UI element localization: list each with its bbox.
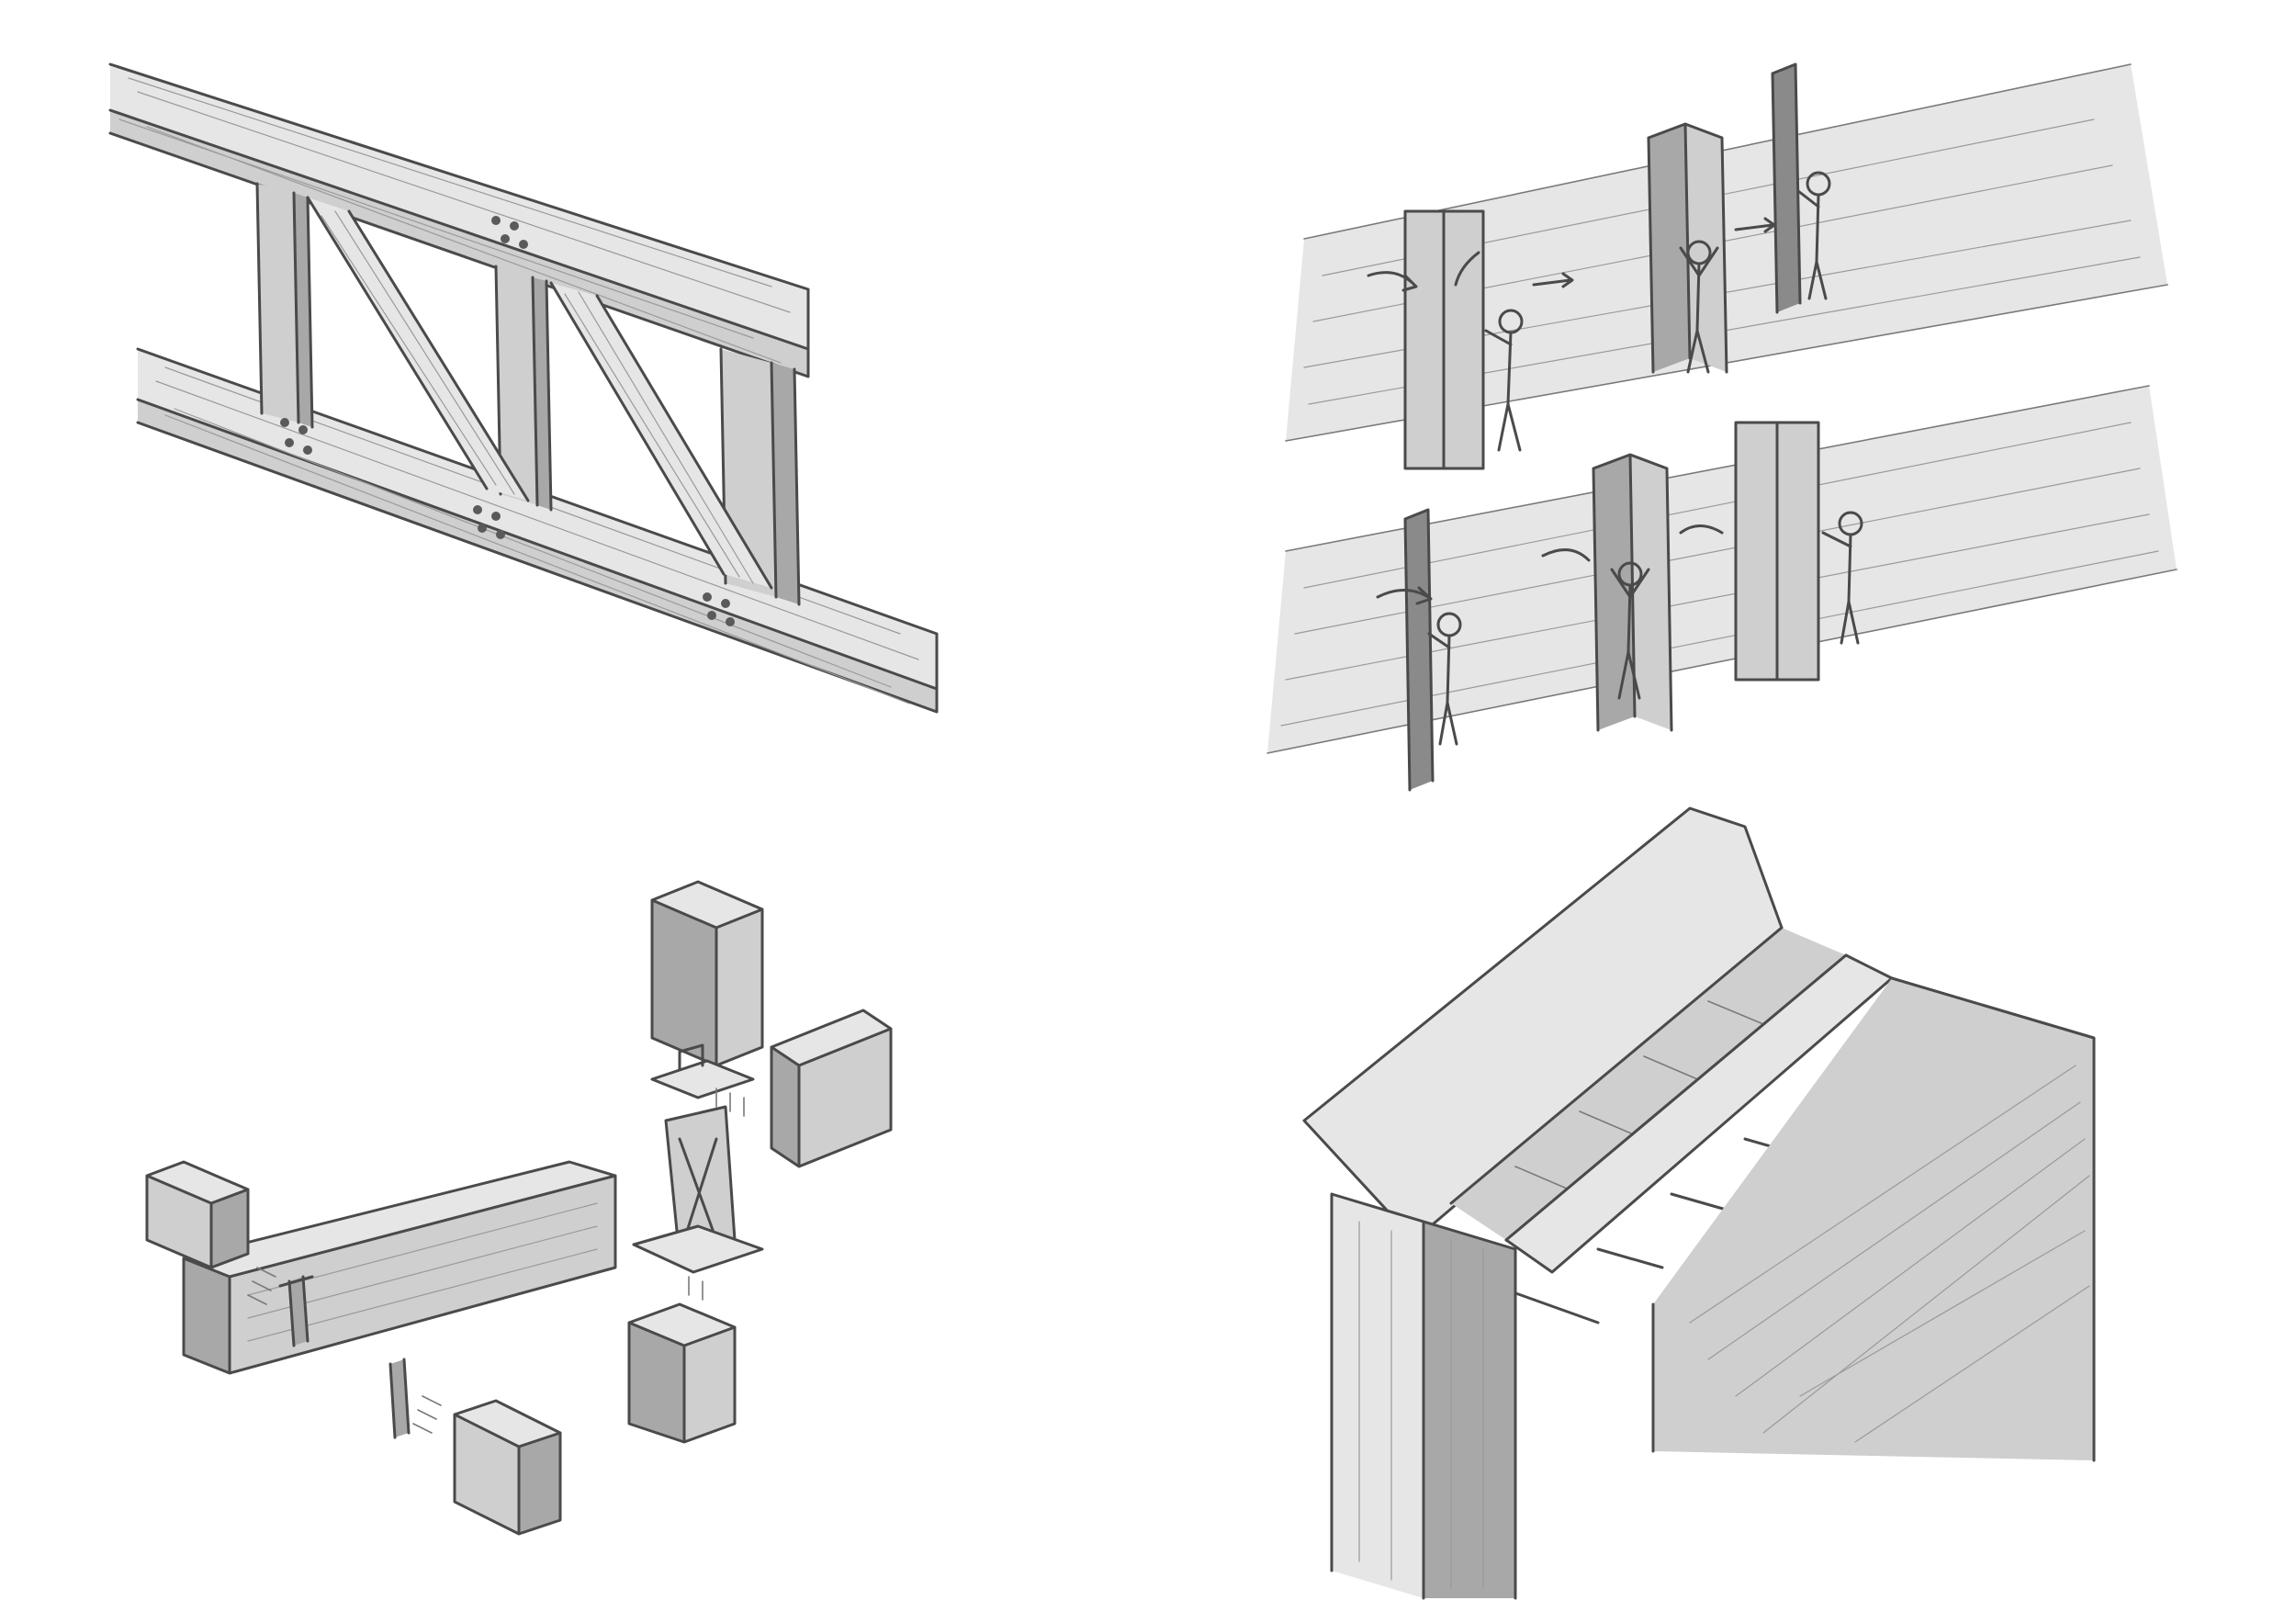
roof-front-post (1330, 1192, 1517, 1600)
truss-bolts (280, 216, 735, 626)
truss-top-chord (108, 62, 810, 378)
joint-right-block (770, 1009, 893, 1168)
exploded-joint-sketch (129, 873, 937, 1589)
timber-truss-sketch (108, 46, 974, 714)
timber-truss-icon (108, 62, 939, 714)
roof-structure-icon (1302, 806, 2096, 1600)
joint-lower-block (453, 1399, 562, 1536)
roof-side-wall (1651, 976, 2096, 1462)
motion-arrows (1367, 217, 1776, 605)
wall-panel-assembly-sketch (1266, 55, 2186, 792)
joint-connector (632, 1043, 764, 1274)
roof-deck (1302, 806, 1894, 1274)
joint-top-block (650, 880, 764, 1067)
joint-bottom-block (627, 1302, 737, 1444)
roof-structure-sketch (1302, 806, 2112, 1600)
exploded-joint-icon (145, 880, 893, 1536)
lower-panels (1403, 421, 1820, 792)
joint-main-beam (182, 1160, 617, 1375)
joint-left-block (145, 1160, 250, 1269)
truss-posts (255, 182, 801, 606)
worker-figures (1427, 171, 1863, 746)
motion-dashes (247, 1088, 745, 1434)
upper-panels (1403, 62, 1802, 470)
wall-panel-assembly-icon (1266, 62, 2178, 792)
truss-diagonals (306, 196, 773, 590)
joint-small-connectors (278, 1275, 411, 1439)
